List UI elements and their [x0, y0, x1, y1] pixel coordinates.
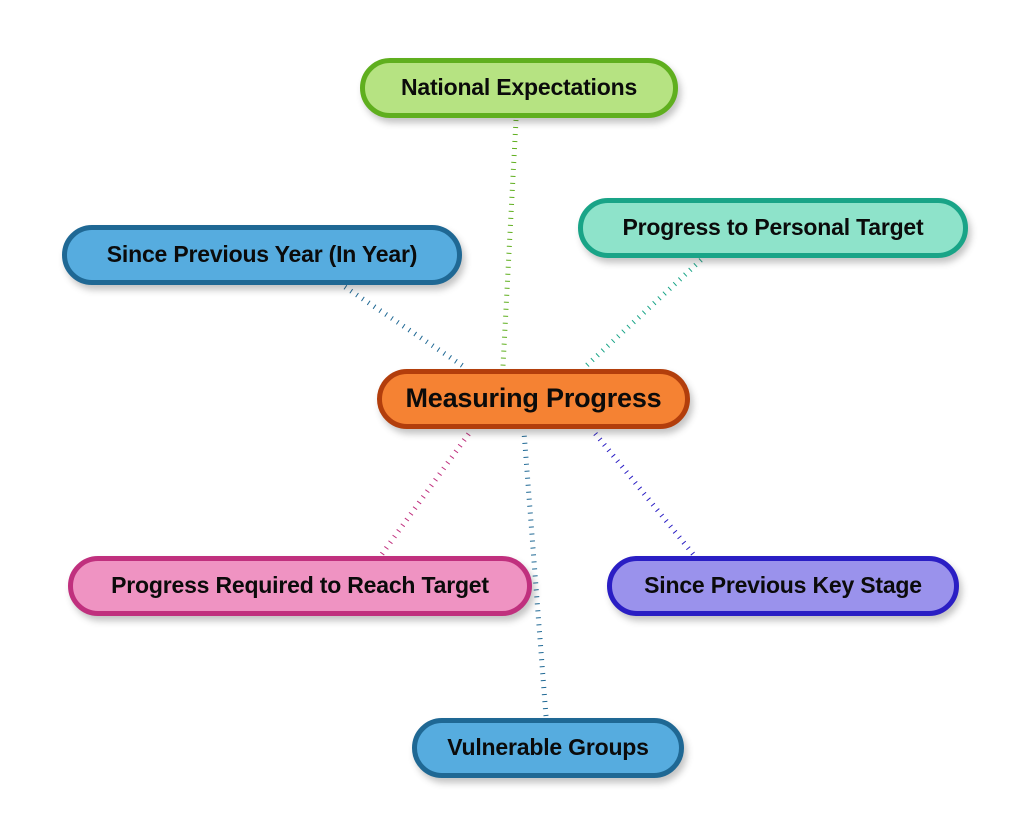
connector-since-previous-year-in-year — [343, 284, 465, 369]
branch-node-label: Progress Required to Reach Target — [111, 571, 489, 598]
branch-node-since-previous-key-stage[interactable]: Since Previous Key Stage — [607, 556, 959, 616]
central-node-label: Measuring Progress — [405, 382, 662, 413]
connector-progress-to-personal-target — [584, 258, 703, 368]
branch-node-label: Since Previous Key Stage — [644, 571, 922, 598]
branch-node-national-expectations[interactable]: National Expectations — [360, 58, 678, 118]
branch-node-progress-required-to-reach-target[interactable]: Progress Required to Reach Target — [68, 556, 532, 616]
branch-node-vulnerable-groups[interactable]: Vulnerable Groups — [412, 718, 684, 778]
connector-since-previous-key-stage — [592, 430, 695, 556]
branch-node-label: Progress to Personal Target — [622, 213, 924, 240]
branch-node-progress-to-personal-target[interactable]: Progress to Personal Target — [578, 198, 968, 258]
branch-node-label: Since Previous Year (In Year) — [106, 240, 418, 267]
connector-progress-required-to-reach-target — [379, 430, 473, 556]
branch-node-label: Vulnerable Groups — [447, 733, 649, 760]
connector-national-expectations — [500, 119, 519, 367]
central-node-measuring-progress[interactable]: Measuring Progress — [377, 369, 690, 429]
branch-node-since-previous-year-in-year[interactable]: Since Previous Year (In Year) — [62, 225, 462, 285]
branch-node-label: National Expectations — [400, 73, 638, 100]
